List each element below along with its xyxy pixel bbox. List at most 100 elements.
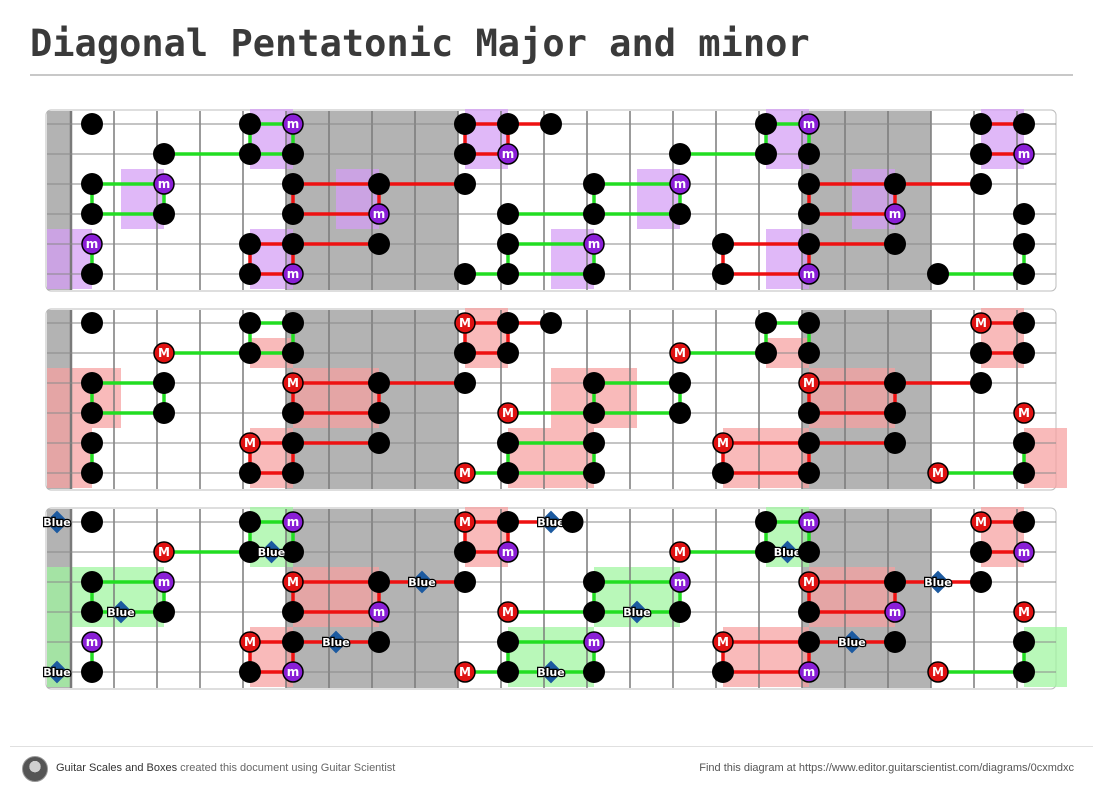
note-dot — [583, 173, 605, 195]
minor-root-note — [282, 113, 304, 135]
note-label: m — [86, 237, 99, 251]
note-dot — [497, 432, 519, 454]
note-dot — [970, 173, 992, 195]
blue-note — [625, 600, 649, 624]
note-label: m — [373, 605, 386, 619]
note-dot — [1013, 631, 1035, 653]
note-dot — [239, 113, 261, 135]
major-root-note — [712, 631, 734, 653]
note-dot — [81, 263, 103, 285]
note-label: M — [459, 466, 471, 480]
note-label: M — [287, 376, 299, 390]
note-dot — [884, 233, 906, 255]
author-avatar[interactable] — [22, 756, 48, 782]
note-label: M — [975, 515, 987, 529]
note-dot — [497, 312, 519, 334]
blue-note — [776, 540, 799, 564]
note-dot — [282, 432, 304, 454]
note-dot — [1013, 462, 1035, 484]
note-dot — [239, 312, 261, 334]
note-dot — [282, 203, 304, 225]
note-dot — [239, 511, 261, 533]
note-dot — [970, 571, 992, 593]
note-dot — [282, 312, 304, 334]
note-label: m — [158, 575, 171, 589]
blue-note-label: Blue — [107, 606, 134, 619]
minor-root-note — [497, 541, 519, 563]
note-dot — [239, 233, 261, 255]
note-dot — [1013, 113, 1035, 135]
note-dot — [1013, 203, 1035, 225]
minor-root-note — [798, 263, 820, 285]
major-root-note — [454, 661, 476, 683]
note-dot — [755, 511, 777, 533]
minor-root-note — [583, 631, 605, 653]
note-dot — [970, 342, 992, 364]
minor-root-note — [368, 601, 390, 623]
minor-root-note — [798, 511, 820, 533]
blue-note-label: Blue — [623, 606, 650, 619]
major-root-note — [282, 372, 304, 394]
note-dot — [497, 661, 519, 683]
note-label: M — [502, 406, 514, 420]
note-label: M — [244, 635, 256, 649]
note-dot — [497, 263, 519, 285]
major-root-note — [669, 342, 691, 364]
note-dot — [497, 342, 519, 364]
note-dot — [81, 312, 103, 334]
minor-root-note — [1013, 541, 1035, 563]
major-root-note — [927, 661, 949, 683]
note-dot — [755, 342, 777, 364]
note-dot — [282, 541, 304, 563]
note-dot — [153, 402, 175, 424]
major-root-note — [497, 402, 519, 424]
note-dot — [927, 263, 949, 285]
note-dot — [153, 601, 175, 623]
note-dot — [239, 661, 261, 683]
minor-root-note — [669, 571, 691, 593]
note-dot — [798, 402, 820, 424]
note-dot — [81, 511, 103, 533]
note-dot — [669, 203, 691, 225]
note-dot — [1013, 432, 1035, 454]
note-label: M — [932, 466, 944, 480]
note-label: m — [502, 147, 515, 161]
note-label: m — [588, 237, 601, 251]
note-label: m — [287, 515, 300, 529]
minor-root-note — [282, 661, 304, 683]
major-root-note — [454, 312, 476, 334]
position-band — [414, 509, 458, 688]
major-root-note — [970, 312, 992, 334]
blue-note — [410, 570, 434, 594]
note-dot — [81, 173, 103, 195]
major-root-note — [712, 432, 734, 454]
note-dot — [368, 571, 390, 593]
note-dot — [970, 541, 992, 563]
diagram-link[interactable]: Find this diagram at https://www.editor.… — [699, 762, 1074, 774]
footer-divider — [10, 746, 1093, 747]
author-link[interactable]: Guitar Scales and Boxes — [56, 762, 178, 774]
minor-root-note — [669, 173, 691, 195]
minor-root-note — [81, 631, 103, 653]
note-dot — [1013, 233, 1035, 255]
note-dot — [583, 263, 605, 285]
note-dot — [583, 402, 605, 424]
note-dot — [1013, 263, 1035, 285]
blue-note — [539, 510, 563, 534]
note-dot — [454, 143, 476, 165]
note-dot — [583, 571, 605, 593]
blue-note-label: Blue — [43, 516, 70, 529]
note-label: M — [287, 575, 299, 589]
note-dot — [884, 173, 906, 195]
note-dot — [1013, 342, 1035, 364]
note-label: m — [803, 515, 816, 529]
note-dot — [497, 113, 519, 135]
major-root-note — [153, 342, 175, 364]
note-label: m — [86, 635, 99, 649]
note-label: m — [674, 575, 687, 589]
note-dot — [798, 601, 820, 623]
note-dot — [454, 571, 476, 593]
blue-note — [260, 540, 283, 564]
note-label: m — [287, 665, 300, 679]
note-dot — [970, 113, 992, 135]
